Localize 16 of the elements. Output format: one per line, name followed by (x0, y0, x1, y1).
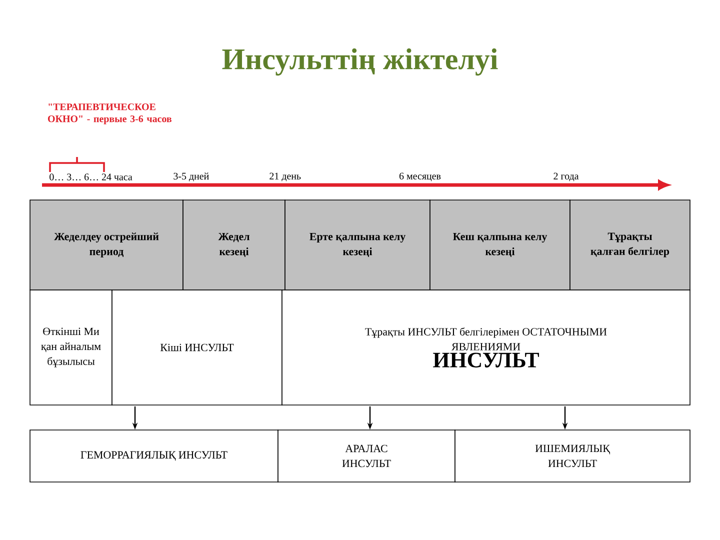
tick-label: 21 день (270, 172, 301, 182)
title: Инсульттің жіктелуі (222, 48, 498, 76)
table-cell: АРАЛАС ИНСУЛЬТ (278, 430, 456, 482)
tick-label: 2 года (554, 172, 579, 182)
table-cell: ИШЕМИЯЛЫҚ ИНСУЛЬТ (454, 430, 690, 482)
note-text: "ТЕРАПЕВТИЧЕСКОЕ ОКНО" - первые 3-6 часов (48, 104, 172, 124)
table-cell: ГЕМОРРАГИЯЛЫҚ ИНСУЛЬТ (30, 430, 278, 482)
header-cell: Тұрақты қалған белгілер (570, 200, 690, 290)
tick-label: 3-5 дней (174, 172, 209, 182)
header-cell: Жеделдеу острейший период (30, 200, 184, 290)
header-cell: Ерте қалпына келу кезеңі (284, 200, 430, 290)
header-cell: Жедел кезеңі (182, 200, 286, 290)
tick-label: 0… 3… 6… 24 часа (50, 174, 132, 180)
tick-label: 6 месяцев (399, 172, 441, 182)
table-cell: Өткінші Ми қан айналым бұзылысы (30, 290, 112, 406)
header-cell: Кеш қалпына келу кезеңі (430, 200, 570, 290)
